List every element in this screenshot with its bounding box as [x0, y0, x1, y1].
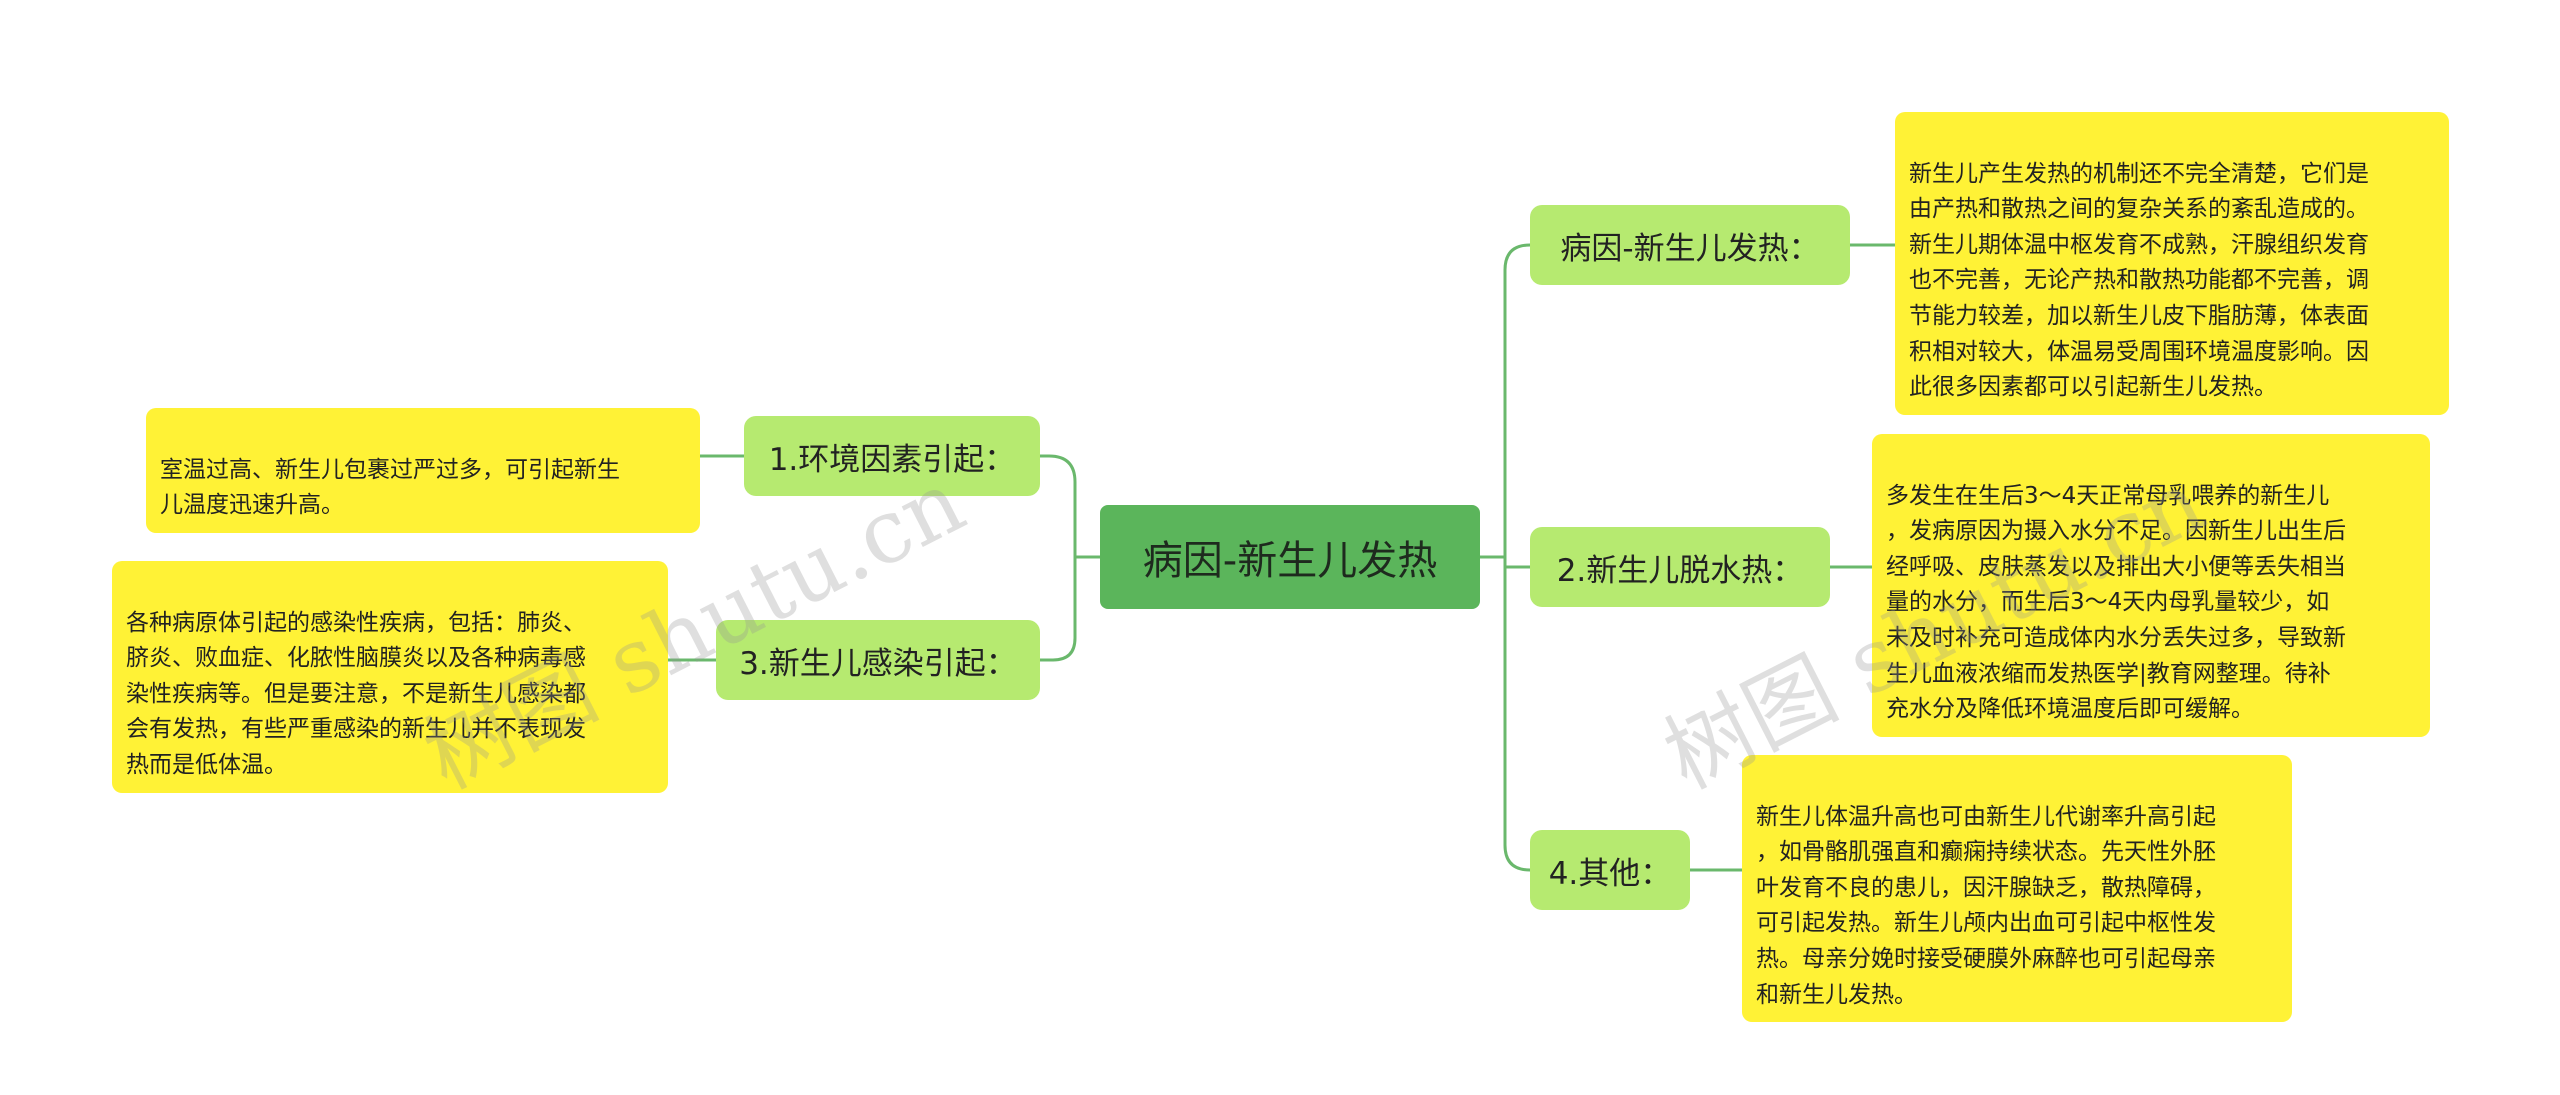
branch-infection[interactable]: 3.新生儿感染引起：	[716, 620, 1040, 700]
leaf-other-text: 新生儿体温升高也可由新生儿代谢率升高引起 ，如骨骼肌强直和癫痫持续状态。先天性外…	[1756, 803, 2216, 1008]
leaf-environment-detail[interactable]: 室温过高、新生儿包裹过严过多，可引起新生 儿温度迅速升高。	[146, 408, 700, 533]
branch-environment-label: 1.环境因素引起：	[768, 441, 1016, 478]
root-topic-label: 病因-新生儿发热	[1142, 538, 1438, 584]
leaf-cause-detail[interactable]: 新生儿产生发热的机制还不完全清楚，它们是 由产热和散热之间的复杂关系的紊乱造成的…	[1895, 112, 2449, 415]
leaf-cause-text: 新生儿产生发热的机制还不完全清楚，它们是 由产热和散热之间的复杂关系的紊乱造成的…	[1909, 160, 2369, 401]
connector-root-right	[1478, 243, 1532, 872]
branch-other-label: 4.其他：	[1548, 855, 1672, 892]
branch-cause[interactable]: 病因-新生儿发热：	[1530, 205, 1850, 285]
leaf-other-detail[interactable]: 新生儿体温升高也可由新生儿代谢率升高引起 ，如骨骼肌强直和癫痫持续状态。先天性外…	[1742, 755, 2292, 1023]
branch-cause-label: 病因-新生儿发热：	[1560, 230, 1820, 267]
connector-root-left	[1038, 454, 1102, 662]
leaf-infection-text: 各种病原体引起的感染性疾病，包括：肺炎、 脐炎、败血症、化脓性脑膜炎以及各种病毒…	[126, 609, 586, 778]
leaf-dehydration-detail[interactable]: 多发生在生后3～4天正常母乳喂养的新生儿 ，发病原因为摄入水分不足。因新生儿出生…	[1872, 434, 2430, 737]
branch-other[interactable]: 4.其他：	[1530, 830, 1690, 910]
leaf-infection-detail[interactable]: 各种病原体引起的感染性疾病，包括：肺炎、 脐炎、败血症、化脓性脑膜炎以及各种病毒…	[112, 561, 668, 793]
branch-dehydration[interactable]: 2.新生儿脱水热：	[1530, 527, 1830, 607]
branch-environment[interactable]: 1.环境因素引起：	[744, 416, 1040, 496]
leaf-environment-text: 室温过高、新生儿包裹过严过多，可引起新生 儿温度迅速升高。	[160, 456, 620, 519]
root-topic[interactable]: 病因-新生儿发热	[1100, 505, 1480, 609]
leaf-dehydration-text: 多发生在生后3～4天正常母乳喂养的新生儿 ，发病原因为摄入水分不足。因新生儿出生…	[1886, 482, 2346, 723]
branch-infection-label: 3.新生儿感染引起：	[739, 645, 1017, 682]
branch-dehydration-label: 2.新生儿脱水热：	[1556, 552, 1804, 589]
